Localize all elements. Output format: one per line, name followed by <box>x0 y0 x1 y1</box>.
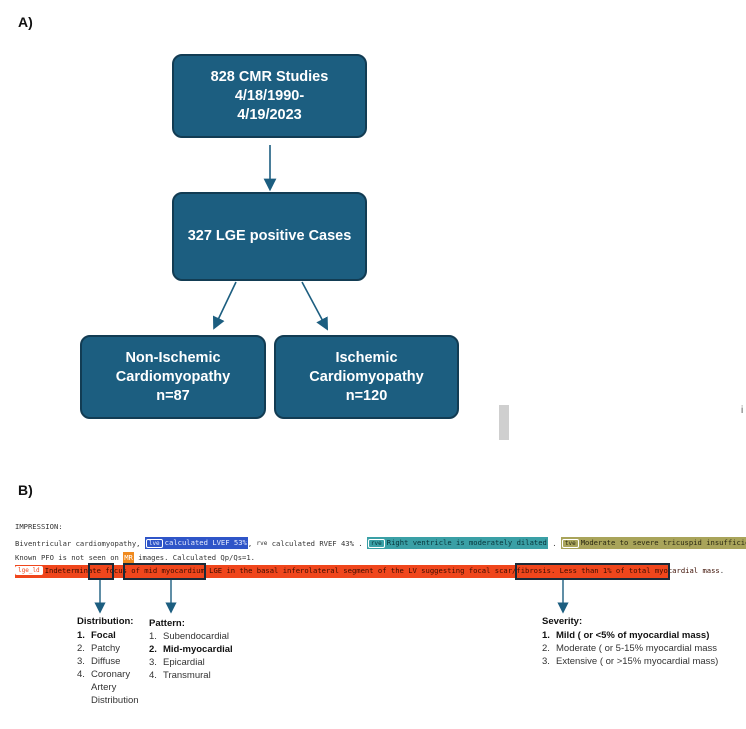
pattern-item-transmural: Transmural <box>163 670 211 681</box>
mr-text: MR <box>124 553 133 562</box>
lge-tag: lge_ld <box>15 566 43 575</box>
studies-count: 828 CMR Studies <box>210 68 329 85</box>
distribution-item-artery: Artery <box>91 682 117 693</box>
distribution-item-patchy: Patchy <box>91 643 121 654</box>
arrow-middle-to-left <box>212 281 237 330</box>
severity-list: Severity: 1. Mild ( or <5% of myocardial … <box>542 616 718 668</box>
pattern-title: Pattern: <box>149 618 185 629</box>
rvef-text: calculated RVEF 43% <box>271 538 354 548</box>
ischemic-line2: Cardiomyopathy <box>309 368 424 385</box>
distribution-item-coronary: Coronary <box>91 669 131 680</box>
distribution-list: Distribution: 1. Focal 2. Patchy 3. Diffuse… <box>77 616 139 707</box>
distribution-num-1: 1. <box>77 630 85 641</box>
report-l1-text1: Biventricular cardiomyopathy, <box>15 538 141 548</box>
studies-date-end: 4/19/2023 <box>237 106 302 123</box>
severity-item-moderate: Moderate ( or 5-15% myocardial mass <box>556 643 718 654</box>
report-l1-text4: . <box>552 538 557 548</box>
lge-positive-label: 327 LGE positive Cases <box>187 228 352 244</box>
panel-a-label: A) <box>18 14 33 30</box>
non-ischemic-box: Non-Ischemic Cardiomyopathy n=87 <box>80 335 266 419</box>
report-l1-text2: , <box>247 538 253 548</box>
report-l2-text1: Known PFO is not seen on <box>15 553 119 562</box>
rv-text: Right ventricle is moderately dilated <box>386 538 547 547</box>
report-l3-text2: of <box>131 566 140 575</box>
lge-positive-box: 327 LGE positive Cases <box>172 192 367 281</box>
distribution-num-4: 4. <box>77 669 85 680</box>
distribution-num-3: 3. <box>77 656 85 667</box>
severity-num-3: 3. <box>542 656 550 667</box>
severity-outline <box>515 563 670 580</box>
report-l2-text2: images. Calculated Qp/Qs=1. <box>138 553 256 562</box>
pattern-item-mid-myocardial: Mid-myocardial <box>163 644 233 655</box>
report-l1-text3: . <box>358 538 363 548</box>
ischemic-line1: Ischemic <box>335 349 398 366</box>
ischemic-box: Ischemic Cardiomyopathy n=120 <box>274 335 459 419</box>
pattern-list: Pattern: 1. Subendocardial 2. Mid-myocardi… <box>149 618 233 682</box>
rv-tag: rve <box>367 539 385 548</box>
report-l3-text4: . <box>719 566 725 575</box>
pattern-num-4: 4. <box>149 670 157 681</box>
lvef-tag: lve <box>145 539 163 548</box>
pattern-item-subendocardial: Subendocardial <box>163 631 230 642</box>
lvef-text: calculated LVEF 53% <box>164 538 247 547</box>
severity-item-mild: Mild ( or <5% of myocardial mass) <box>556 630 710 641</box>
severity-title: Severity: <box>542 616 583 627</box>
pattern-text: mid myocardium LGE <box>144 566 223 575</box>
pattern-num-2: 2. <box>149 644 157 655</box>
distribution-item-diffuse: Diffuse <box>91 656 121 667</box>
lge-highlight-band <box>15 565 670 578</box>
panel-b-label: B) <box>18 482 33 498</box>
studies-date-start: 4/18/1990- <box>234 87 305 104</box>
stray-mark: i <box>741 405 744 416</box>
report-line-2: Known PFO is not seen on MR images. Calc… <box>15 552 255 563</box>
rvef-tag: rve <box>256 539 268 547</box>
report-heading: IMPRESSION: <box>15 522 63 531</box>
tr-tag: tve <box>561 539 579 548</box>
pattern-num-1: 1. <box>149 631 157 642</box>
pattern-outline <box>123 563 206 580</box>
studies-box: 828 CMR Studies 4/18/1990- 4/19/2023 <box>172 54 367 138</box>
focus-outline <box>88 563 114 580</box>
severity-text: Less than 1% of total myocardial mass <box>559 566 720 575</box>
report-l3-text3: in the basal inferolateral segment of th… <box>226 566 556 575</box>
distribution-title: Distribution: <box>77 616 134 627</box>
pattern-num-3: 3. <box>149 657 157 668</box>
severity-num-2: 2. <box>542 643 550 654</box>
distribution-num-2: 2. <box>77 643 85 654</box>
report-line-3: lge_ld Indeterminate focus of mid myocar… <box>15 566 724 575</box>
focus-text: focus <box>105 566 127 575</box>
mr-highlight: MR <box>123 552 134 563</box>
pattern-item-epicardial: Epicardial <box>163 657 205 668</box>
non-ischemic-count: n=87 <box>156 387 190 404</box>
ischemic-count: n=120 <box>345 387 388 404</box>
distribution-item-distribution: Distribution <box>91 695 139 706</box>
non-ischemic-line1: Non-Ischemic <box>125 349 221 366</box>
severity-num-1: 1. <box>542 630 550 641</box>
distribution-item-focal: Focal <box>91 630 116 641</box>
arrow-middle-to-right <box>301 281 329 331</box>
severity-item-extensive: Extensive ( or >15% myocardial mass) <box>556 656 719 667</box>
tr-text: Moderate to severe tricuspid insufficien… <box>580 538 746 547</box>
report-l3-text1: Indeterminate <box>44 566 101 575</box>
non-ischemic-line2: Cardiomyopathy <box>115 368 231 385</box>
gray-bar <box>499 405 509 440</box>
